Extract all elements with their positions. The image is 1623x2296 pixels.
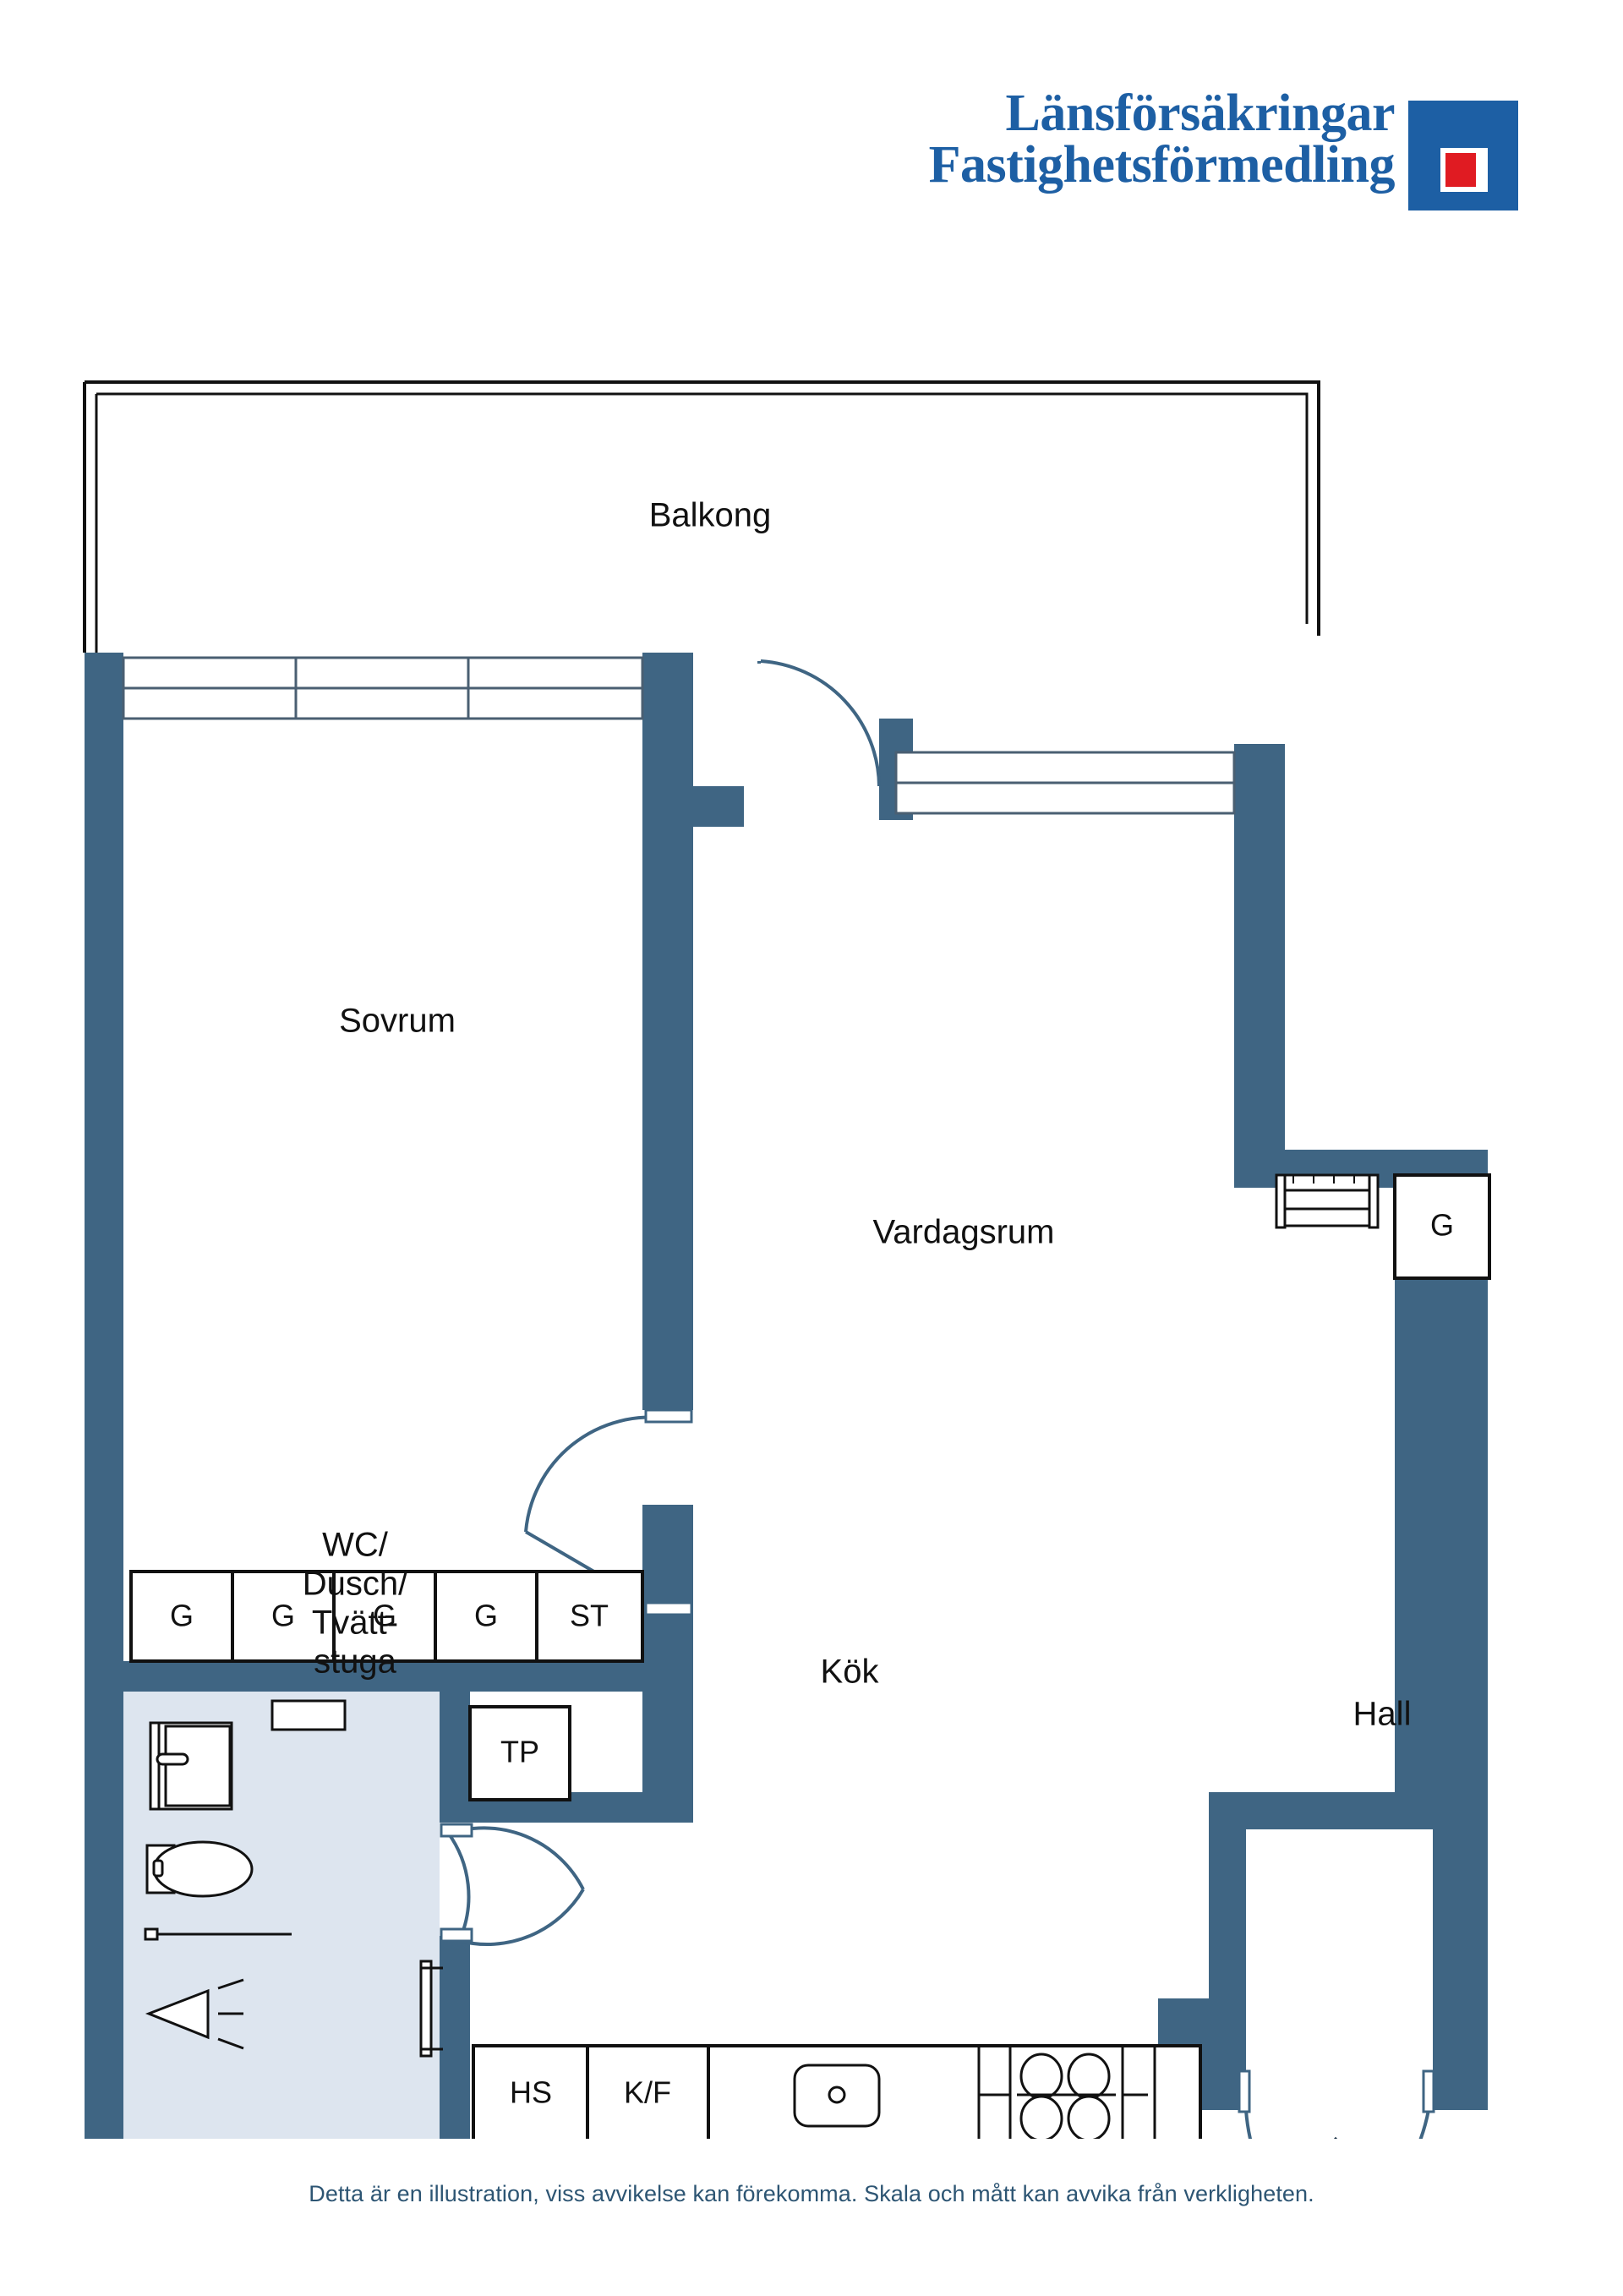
closet-label: G — [170, 1599, 194, 1633]
wetroom-line-4: stuga — [314, 1643, 397, 1681]
closet-label: G — [271, 1599, 295, 1633]
bathroom-door-swing — [440, 1823, 585, 1946]
shower-icon — [145, 1978, 244, 2050]
cleaning-closet-unit: ST — [535, 1570, 644, 1663]
balcony-door-swing — [757, 659, 881, 787]
footer: Detta är en illustration, viss avvikelse… — [0, 2181, 1623, 2207]
wall-structure — [85, 653, 1488, 2139]
wetroom-line-1: WC/ — [322, 1527, 389, 1564]
room-label-wc-dusch-tvattstuga: WC/ Dusch/ Tvätt- stuga — [303, 1527, 408, 1681]
bedroom-window — [122, 656, 644, 720]
sink-icon — [793, 2064, 881, 2128]
closet-unit: G — [332, 1570, 437, 1663]
floorplan-container: Balkong — [0, 279, 1623, 2139]
livingroom-balcony-window — [894, 751, 1236, 815]
stove-icon — [979, 2046, 1156, 2139]
storage-row: G G G G ST — [129, 1570, 644, 1663]
room-label-vardagsrum: Vardagsrum — [873, 1214, 1055, 1251]
lansforsakringar-logo-mark — [1407, 99, 1520, 212]
hall-closet-unit: G — [1393, 1173, 1491, 1280]
tp-cabinet: TP — [468, 1705, 571, 1801]
closet-unit: G — [434, 1570, 538, 1663]
kitchen-counter: HS K/F — [472, 2044, 1202, 2139]
radiator-icon — [419, 1960, 443, 2058]
balcony-area — [83, 380, 1320, 653]
room-label-hall: Hall — [1353, 1696, 1412, 1733]
closet-unit: G — [129, 1570, 234, 1663]
brand-logo: Länsförsäkringar Fastighetsförmedling — [928, 85, 1520, 212]
closet-label: G — [373, 1599, 396, 1633]
coat-rack-icon — [1275, 1173, 1380, 1229]
room-label-sovrum: Sovrum — [339, 1003, 456, 1040]
brand-line-1: Länsförsäkringar — [1005, 85, 1396, 142]
toilet-icon — [145, 1840, 254, 1898]
cleaning-closet-label: ST — [570, 1599, 609, 1633]
closet-label: G — [474, 1599, 498, 1633]
page-header: Länsförsäkringar Fastighetsförmedling — [0, 0, 1623, 279]
brand-wordmark: Länsförsäkringar Fastighetsförmedling — [928, 85, 1396, 194]
bathroom-fixtures — [144, 1699, 443, 2058]
kitchen-unit-kf-label: K/F — [624, 2075, 671, 2110]
entrance-door — [1238, 2069, 1435, 2139]
room-label-balkong: Balkong — [649, 497, 772, 534]
wetroom-line-3: Tvätt- — [312, 1604, 398, 1642]
kitchen-unit-hs-label: HS — [510, 2075, 552, 2110]
wetroom-line-2: Dusch/ — [303, 1566, 408, 1603]
tp-cabinet-label: TP — [500, 1735, 539, 1769]
towel-rail-icon — [144, 1927, 292, 1941]
brand-line-2: Fastighetsförmedling — [928, 135, 1396, 194]
disclaimer-text: Detta är en illustration, viss avvikelse… — [309, 2181, 1314, 2206]
washbasin-icon — [149, 1721, 233, 1811]
hall-fixtures: G — [1275, 1173, 1491, 1280]
room-label-kok: Kök — [821, 1654, 880, 1691]
bathroom-shelf-icon — [270, 1699, 347, 1731]
floorplan-svg: Balkong — [83, 380, 1491, 2139]
hall-closet-label: G — [1430, 1208, 1454, 1243]
